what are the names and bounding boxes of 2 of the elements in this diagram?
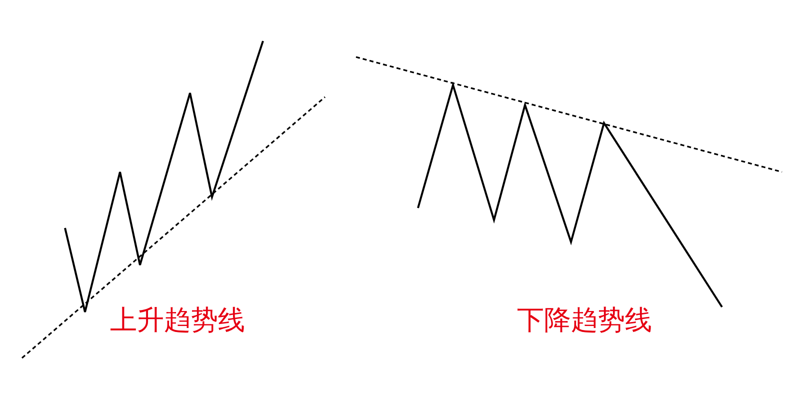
chart-caption: 上升趋势线 — [110, 304, 245, 338]
chart-caption: 下降趋势线 — [517, 304, 652, 338]
